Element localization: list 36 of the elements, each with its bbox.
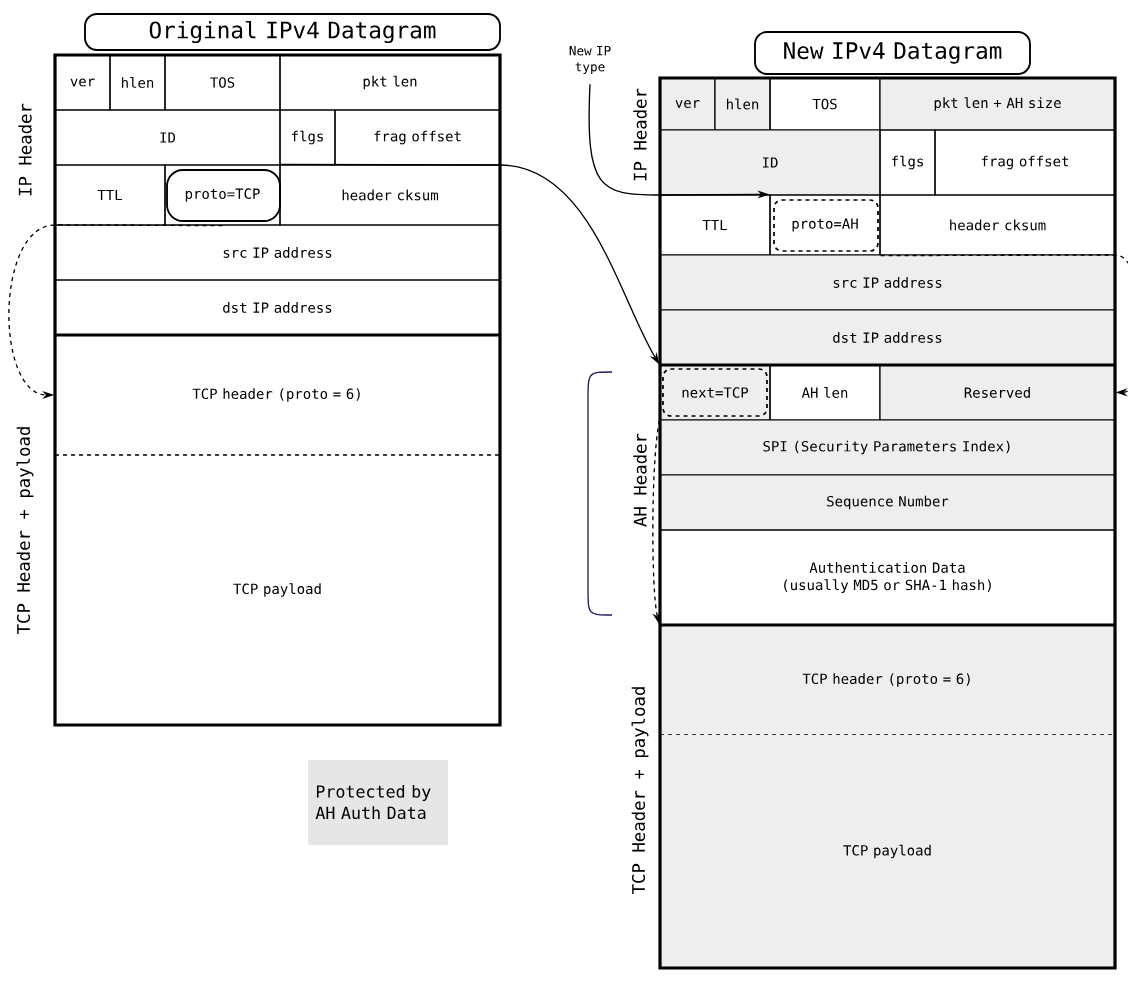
title-box: Original IPv4 Datagram	[84, 13, 501, 51]
arrow	[879, 254, 1128, 397]
field-cell: flgs	[879, 129, 936, 196]
side-label: TCP Header + payload	[16, 427, 34, 634]
field-cell: src IP address	[54, 224, 501, 281]
field-cell: pkt len	[279, 54, 501, 111]
field-cell: TCP header (proto = 6)	[54, 334, 501, 456]
field-cell: proto=TCP	[164, 164, 281, 226]
side-label: AH Header	[633, 433, 647, 527]
title-box: New IPv4 Datagram	[754, 31, 1031, 75]
field-cell: Authentication Data (usually MD5 or SHA-1 hash)	[659, 529, 1116, 626]
field-cell: Reserved	[879, 364, 1116, 421]
field-cell: frag offset	[334, 109, 501, 166]
field-cell: ID	[54, 109, 281, 166]
field-cell: TCP payload	[233, 583, 321, 597]
field-cell: Sequence Number	[659, 474, 1116, 531]
field-cell: pkt len + AH size	[879, 77, 1116, 131]
field-cell: header cksum	[279, 164, 501, 226]
side-label: IP Header	[18, 103, 32, 196]
side-label: IP Header	[633, 88, 647, 181]
node-label: TCP payload	[843, 844, 931, 859]
field-cell: frag offset	[934, 129, 1116, 196]
field-cell: dst IP address	[54, 279, 501, 336]
field-cell: src IP address	[659, 254, 1116, 311]
node-label: ver	[70, 78, 95, 87]
field-cell: header cksum	[879, 194, 1116, 256]
field-cell: flgs	[279, 109, 336, 166]
annotation-text: New IP type	[569, 46, 611, 74]
field-cell: ver	[659, 77, 716, 131]
field-cell: TTL	[54, 164, 166, 226]
field-cell: hlen	[714, 77, 771, 131]
field-cell: TCP header (proto = 6)	[659, 624, 1116, 736]
legend-text: Protected by AH Auth Data	[315, 784, 431, 820]
side-label: TCP Header + payload	[631, 687, 649, 894]
field-cell: TOS	[164, 54, 281, 111]
field-cell: hlen	[109, 54, 166, 111]
